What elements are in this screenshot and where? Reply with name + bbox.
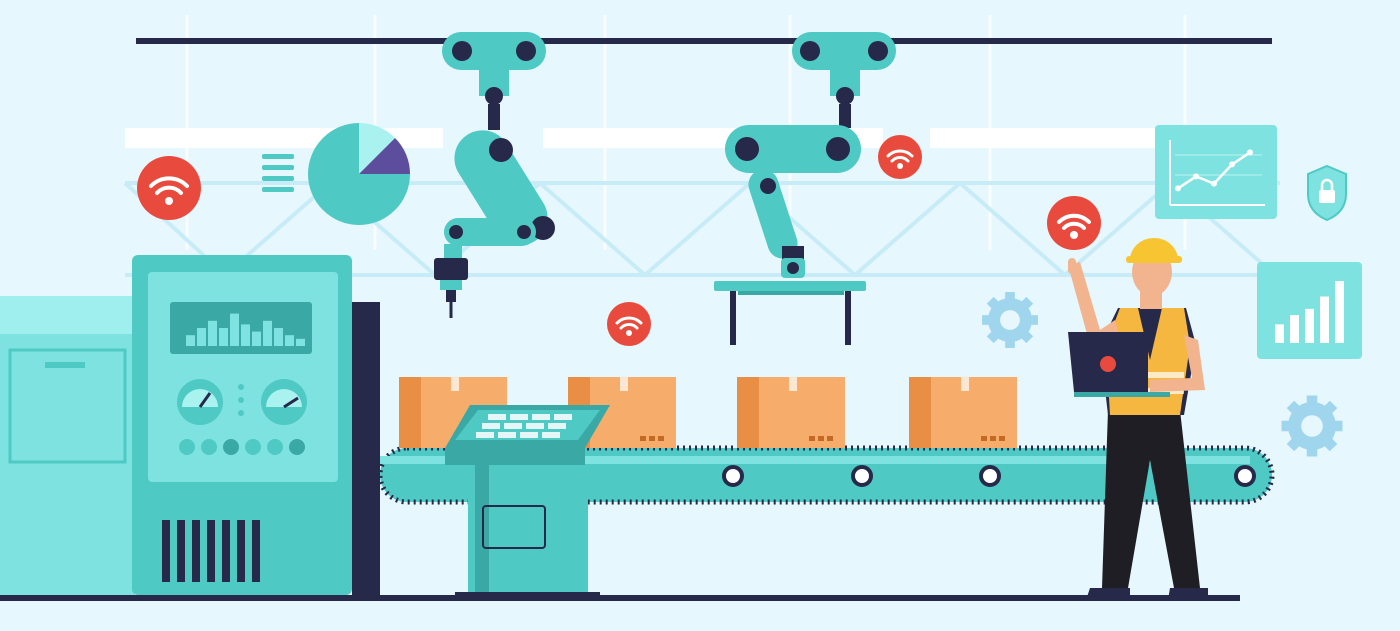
list-lines-icon — [262, 154, 294, 192]
equalizer-bar — [219, 328, 228, 346]
equalizer-bar — [285, 335, 294, 346]
gauge-right — [261, 379, 307, 425]
cardboard-box — [909, 377, 1017, 448]
equalizer-bar — [197, 328, 206, 346]
pie-slice — [359, 123, 396, 174]
line-chart-point — [1229, 161, 1235, 168]
bar-chart-icon — [1257, 262, 1362, 359]
background-bars — [125, 128, 1170, 148]
robot-arm-left — [434, 32, 555, 318]
conveyor-belt — [377, 445, 1275, 505]
equalizer-bar — [186, 335, 195, 346]
wifi-icon — [1047, 196, 1101, 250]
equalizer-bar — [230, 313, 239, 346]
bar-chart-bar — [1335, 281, 1344, 343]
bar-chart-bar — [1275, 324, 1284, 343]
equalizer-bar — [296, 338, 305, 346]
bar-chart-bar — [1305, 308, 1314, 343]
control-terminal — [445, 405, 610, 597]
equalizer-bar — [241, 324, 250, 346]
ceiling-rail — [136, 38, 1272, 44]
control-machine — [0, 255, 380, 596]
laptop-icon — [1068, 332, 1170, 397]
wifi-icon — [607, 302, 651, 346]
equalizer-bar — [208, 320, 217, 346]
lock-shield-icon — [1307, 164, 1347, 222]
pie-slice — [359, 137, 410, 174]
equalizer-bar — [252, 331, 261, 346]
line-chart-point — [1247, 149, 1253, 156]
worker — [1068, 238, 1208, 600]
bar-chart-bar — [1290, 315, 1299, 343]
line-chart-point — [1193, 173, 1199, 180]
floor-line — [0, 595, 1240, 601]
wifi-icon — [878, 135, 922, 179]
line-chart-icon — [1155, 125, 1277, 219]
gear-icon — [1281, 395, 1343, 457]
gear-icon — [982, 292, 1038, 348]
line-chart-point — [1175, 185, 1181, 192]
pie-slice — [308, 123, 410, 225]
gauge-left — [177, 379, 223, 425]
equalizer-bar — [274, 328, 283, 346]
pie-chart-icon — [308, 123, 410, 225]
cardboard-box — [737, 377, 845, 448]
robot-arm-right — [714, 32, 896, 345]
machine-buttons — [179, 439, 305, 455]
line-chart-point — [1211, 180, 1217, 187]
equalizer-bar — [263, 320, 272, 346]
wifi-icon — [137, 156, 201, 220]
bar-chart-bar — [1320, 296, 1329, 343]
